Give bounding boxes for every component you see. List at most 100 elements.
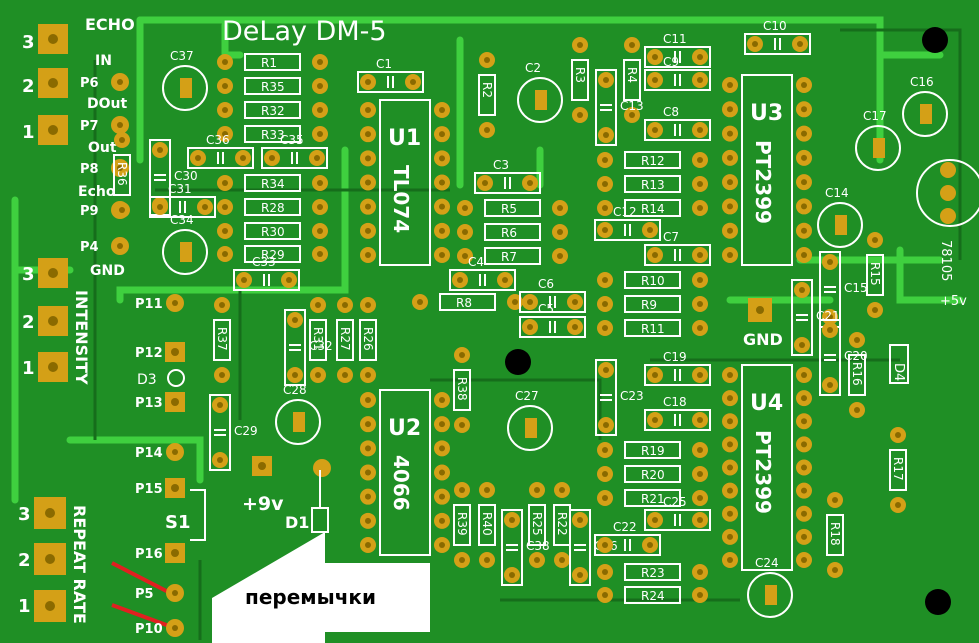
resistor-body: [484, 223, 541, 241]
connector-pin-2: 2: [18, 550, 31, 571]
pad-p11: P11: [135, 294, 184, 312]
gnd-label: GND: [743, 330, 783, 349]
resistor-ref: R40: [480, 512, 494, 536]
resistor-body: [359, 319, 377, 361]
pad-hole: [457, 277, 463, 283]
resistor-ref: R30: [261, 225, 285, 239]
resistor-body: [453, 369, 471, 411]
resistor-ref: R1: [261, 56, 277, 70]
resistor-ref: R36: [115, 162, 129, 186]
pad-hole: [217, 457, 223, 463]
pad-hole: [603, 132, 609, 138]
pad-hole: [832, 497, 838, 503]
pad-hole: [222, 228, 228, 234]
pad-label: P15: [135, 482, 163, 497]
resistor-body: [453, 504, 471, 546]
resistor-body: [624, 319, 681, 337]
capacitor-ref: C23: [620, 389, 644, 403]
pad-p10: P10: [135, 619, 184, 637]
connector-echo-label: ECHO: [85, 15, 135, 34]
resistor-r36: R36: [113, 132, 131, 218]
capacitor-c37: C37: [162, 49, 208, 111]
pad-hole: [727, 533, 733, 540]
capacitor-outline: [569, 509, 591, 586]
pad-hole: [314, 155, 320, 161]
pad-hole: [365, 372, 371, 378]
capacitor-outline: [449, 269, 516, 291]
resistor-r2: R2: [478, 52, 496, 138]
pad-hole: [697, 252, 703, 258]
pad-label: P12: [135, 346, 163, 361]
pad-hole: [652, 252, 658, 258]
pad-label: P8: [80, 162, 99, 177]
pad-p6: P6: [80, 73, 129, 91]
resistor-r11: R11: [597, 319, 708, 337]
resistor-ref: R3: [573, 67, 587, 83]
pad-hole: [697, 277, 703, 283]
pad-hole: [854, 337, 860, 343]
pad-hole: [48, 268, 58, 278]
capacitor-ref: C7: [663, 230, 679, 244]
pad-hole: [895, 502, 901, 508]
pad-hole: [222, 107, 228, 113]
pad-hole: [317, 107, 323, 113]
resistor-r10: R10: [597, 271, 708, 289]
resistor-r19: R19: [597, 441, 708, 459]
resistor-r25: R25: [528, 482, 546, 568]
pad-hole: [727, 154, 733, 161]
chip-ref: U3: [750, 101, 783, 126]
pad-p12: P12: [135, 342, 185, 362]
pad-hole: [577, 572, 583, 578]
pad-label: P9: [80, 204, 99, 219]
capacitor-c14: C14: [817, 186, 863, 248]
resistor-body: [244, 101, 301, 119]
pad-hole: [462, 229, 468, 235]
capacitor-outline: [644, 409, 711, 431]
pad-hole: [365, 302, 371, 308]
switch-symbol: [190, 489, 206, 541]
resistor-ref: R23: [641, 566, 665, 580]
resistor-ref: R28: [261, 201, 285, 215]
plus-5v-label: +5v: [940, 294, 967, 309]
pad-hole: [365, 79, 371, 85]
pad-hole: [727, 372, 733, 378]
pad-hole: [629, 112, 635, 118]
resistor-ref: R5: [501, 202, 517, 216]
capacitor-c31: C31: [149, 182, 216, 218]
pad-hole: [652, 54, 658, 60]
board-title: DeLay DM-5: [222, 16, 387, 47]
pad-hole: [482, 180, 488, 186]
pad-hole: [365, 517, 371, 524]
chip-ref: U1: [388, 126, 421, 151]
capacitor-ref: C17: [863, 109, 887, 123]
pad-hole: [534, 487, 540, 493]
pad-hole: [317, 180, 323, 186]
chip-part: PT2399: [751, 430, 775, 514]
resistor-body: [439, 293, 496, 311]
capacitor-c1: C1: [357, 57, 424, 93]
pad-hole: [872, 237, 878, 243]
pad-hole: [727, 130, 733, 137]
pad-hole: [577, 42, 583, 48]
pad-hole: [222, 204, 228, 210]
resistor-body: [571, 59, 589, 101]
capacitor-outline: [594, 219, 661, 241]
pad-hole: [365, 469, 371, 476]
resistor-body: [484, 247, 541, 265]
pad-hole: [801, 533, 807, 540]
capacitor-c33: C33: [233, 255, 300, 291]
pad-hole: [697, 592, 703, 598]
pad-hole: [697, 54, 703, 60]
capacitor-ref: C22: [613, 520, 637, 534]
capacitor-outline: [644, 46, 711, 68]
chip-outline: [741, 364, 793, 571]
resistor-body: [624, 175, 681, 193]
capacitor-outline: [357, 71, 424, 93]
pad-hole: [697, 181, 703, 187]
pad-hole: [342, 302, 348, 308]
capacitor-outline: [261, 147, 328, 169]
pad-hole: [647, 542, 653, 548]
